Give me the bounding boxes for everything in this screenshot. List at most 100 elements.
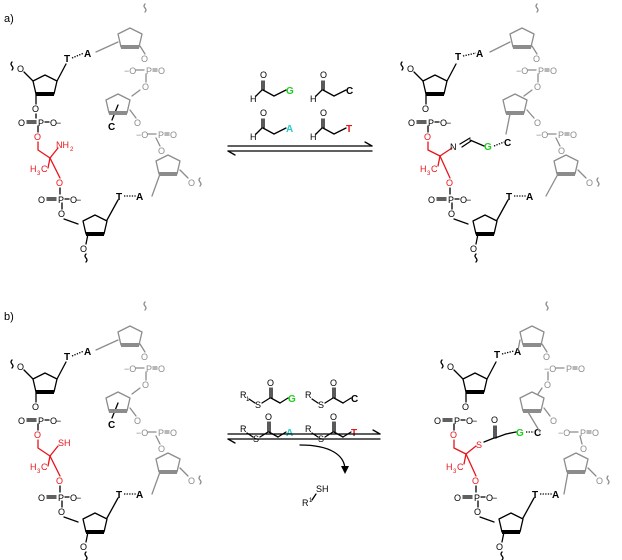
svg-text:O: O (80, 542, 87, 552)
panel-b-product: O T A O O S O G C H 3 C O O T (433, 301, 610, 560)
svg-text:R: R (302, 498, 309, 508)
svg-text:C: C (431, 164, 438, 174)
svg-text:A: A (476, 49, 483, 60)
svg-text:O: O (491, 415, 498, 425)
svg-text:H: H (310, 132, 317, 142)
svg-text:A: A (552, 490, 559, 501)
svg-text:O: O (534, 82, 541, 92)
svg-text:A: A (136, 192, 143, 203)
svg-text:H: H (310, 94, 317, 104)
svg-text:O: O (32, 104, 39, 114)
svg-text:O: O (470, 244, 477, 254)
svg-text:O: O (56, 178, 63, 188)
svg-text:O: O (188, 178, 195, 188)
svg-text:C: C (346, 86, 353, 97)
svg-text:R: R (305, 424, 312, 434)
svg-text:O: O (260, 70, 267, 80)
svg-text:C: C (534, 428, 541, 439)
curved-arrow-icon (299, 444, 346, 471)
aldehyde-T: O H T (310, 108, 352, 142)
base-T: T (64, 54, 70, 65)
panel-b-label: b) (4, 311, 14, 323)
svg-text:C: C (108, 420, 115, 431)
svg-text:O: O (34, 132, 41, 142)
svg-text:O: O (462, 402, 469, 412)
svg-text:C: C (351, 394, 358, 405)
svg-text:T: T (506, 192, 512, 203)
sugar-ring (81, 213, 109, 236)
svg-text:S: S (318, 400, 324, 410)
svg-text:A: A (136, 490, 143, 501)
svg-text:C: C (41, 462, 48, 472)
svg-text:O: O (586, 178, 593, 188)
svg-text:R: R (240, 424, 247, 434)
svg-text:O: O (267, 378, 274, 388)
svg-text:O: O (134, 416, 141, 426)
svg-text:A: A (526, 192, 533, 203)
svg-text:T: T (64, 352, 70, 363)
svg-text:O: O (407, 64, 414, 74)
svg-text:O: O (80, 244, 87, 254)
equilibrium-arrow-icon (227, 429, 381, 444)
svg-text:O: O (32, 402, 39, 412)
svg-text:SH: SH (58, 438, 71, 448)
svg-text:O: O (17, 362, 24, 372)
svg-text:N: N (450, 142, 457, 152)
svg-text:3: 3 (37, 171, 41, 177)
svg-text:H: H (420, 164, 427, 174)
svg-text:R: R (240, 390, 247, 400)
svg-text:C: C (41, 164, 48, 174)
svg-text:2: 2 (70, 147, 74, 153)
svg-text:O: O (141, 54, 148, 64)
svg-text:O: O (142, 380, 149, 390)
svg-text:H: H (30, 164, 37, 174)
svg-text:S: S (255, 400, 261, 410)
svg-text:SH: SH (316, 484, 329, 494)
sugar-ring (31, 73, 59, 96)
svg-text:O: O (543, 352, 550, 362)
thioester-C: R S O C (305, 378, 358, 410)
aldehyde-G: O H G (250, 70, 294, 104)
svg-text:C: C (504, 138, 511, 149)
svg-text:O: O (472, 476, 479, 486)
svg-text:O: O (320, 108, 327, 118)
svg-text:O: O (188, 476, 195, 486)
svg-text:O: O (142, 82, 149, 92)
svg-text:C: C (457, 462, 464, 472)
wavy-bond-icon (10, 61, 14, 71)
panel-b-reactant: O T A O O SH H 3 C O O T A O C (10, 301, 202, 560)
panel-a-label: a) (4, 13, 14, 25)
svg-text:O: O (265, 412, 272, 422)
svg-text:O: O (320, 70, 327, 80)
svg-text:G: G (288, 394, 296, 405)
svg-text:A: A (84, 347, 91, 358)
aldehyde-A: O H A (250, 108, 293, 142)
svg-text:1: 1 (246, 397, 250, 403)
svg-text:O: O (448, 209, 455, 219)
svg-text:O: O (550, 416, 557, 426)
svg-text:O: O (534, 118, 541, 128)
svg-text:G: G (286, 86, 294, 97)
svg-text:H: H (250, 94, 257, 104)
svg-text:O: O (330, 378, 337, 388)
svg-text:O: O (330, 412, 337, 422)
svg-text:H: H (446, 462, 453, 472)
svg-text:O: O (496, 542, 503, 552)
panel-a-reactant: O T A O O NH 2 H 3 C O O T A O (10, 3, 202, 263)
svg-text:T: T (532, 490, 538, 501)
svg-text:A: A (286, 124, 293, 135)
svg-text:O: O (447, 362, 454, 372)
svg-text:O: O (422, 104, 429, 114)
svg-text:O: O (158, 146, 165, 156)
svg-text:1: 1 (309, 498, 313, 504)
panel-a-reagents: O H G O H C O H A O (227, 70, 373, 156)
svg-text:T: T (346, 124, 352, 135)
svg-text:O: O (58, 507, 65, 517)
aldehyde-C: O H C (310, 70, 353, 104)
svg-text:S: S (476, 440, 482, 450)
base-C: C (108, 122, 115, 133)
svg-text:H: H (30, 462, 37, 472)
svg-text:O: O (34, 430, 41, 440)
